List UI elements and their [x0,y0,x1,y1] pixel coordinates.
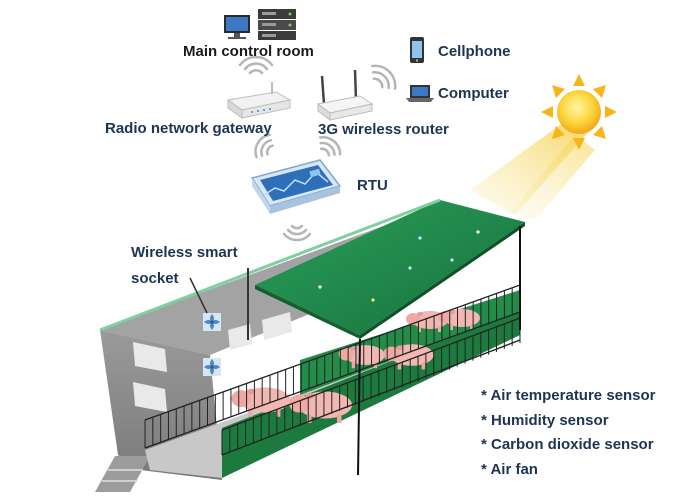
router-label: 3G wireless router [318,121,449,138]
main-control-room-label: Main control room [183,43,314,60]
gateway-label: Radio network gateway [105,120,272,137]
computer-label: Computer [438,85,509,102]
rtu-label: RTU [357,177,388,194]
fan-icon [203,313,221,331]
cellphone-icon [410,37,424,63]
barn-steps [95,456,150,492]
fan-icon [203,358,221,376]
sensor-item: * Air fan [481,460,538,478]
fence-posts [144,285,521,455]
monitor-icon [224,15,250,39]
socket-pointer [189,277,208,314]
laptop-icon [406,85,434,102]
sensor-item: * Carbon dioxide sensor [481,436,654,453]
smart-socket-label-line2: socket [131,270,179,287]
wifi-signal-icon [371,64,397,90]
sensor-item: * Air temperature sensor [481,387,656,404]
wifi-signal-icon [254,133,274,159]
sensor-list: * Air temperature sensor * Humidity sens… [481,384,656,482]
barn-roof [255,200,525,335]
wifi-signal-icon [318,136,342,157]
sun-icon [541,74,617,150]
server-icon [258,9,296,40]
router-icon [316,69,374,121]
rtu-device-icon [250,159,342,214]
cellphone-label: Cellphone [438,43,511,60]
sensor-item: * Humidity sensor [481,411,609,429]
smart-socket-label-line1: Wireless smart [131,244,238,261]
wifi-signal-icon [282,224,312,242]
sunbeam [470,125,590,215]
smart-socket-label: Wireless smart socket [131,240,238,292]
wifi-signal-icon [238,55,274,75]
gateway-icon [226,82,292,119]
sunbeam [510,135,595,220]
